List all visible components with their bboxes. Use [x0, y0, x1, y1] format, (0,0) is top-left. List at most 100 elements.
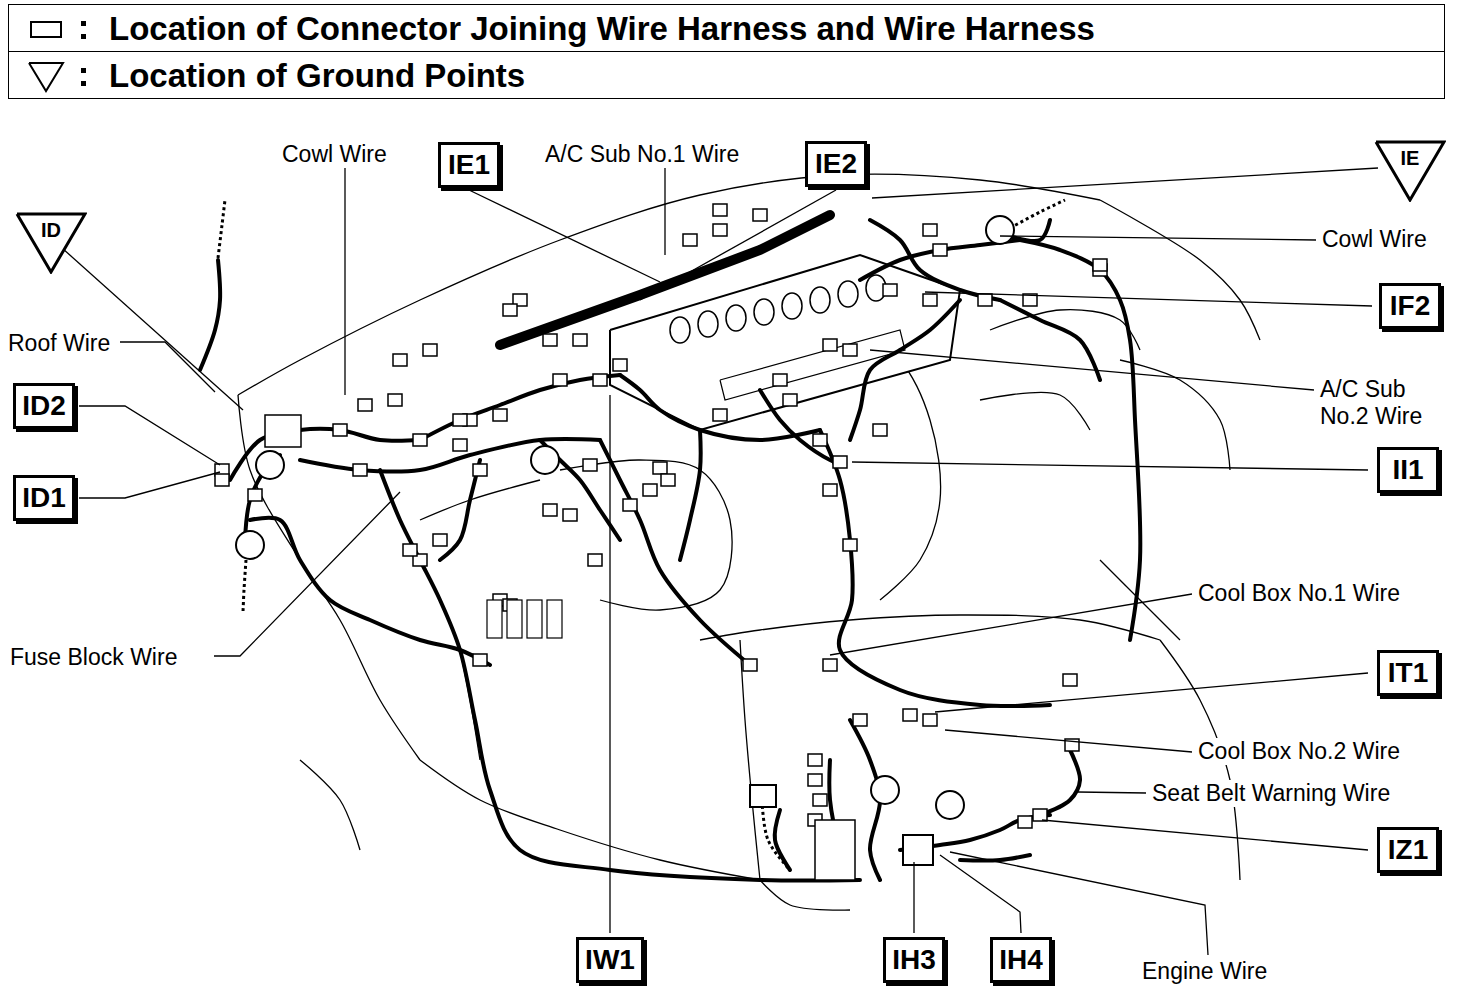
wire-connector	[553, 374, 567, 386]
wire-connector	[661, 474, 675, 486]
wire-connector	[623, 499, 637, 511]
leader-line	[120, 342, 215, 392]
wire-connector	[843, 344, 857, 356]
panel-knob	[838, 281, 858, 307]
connector-code-box: II1	[1377, 447, 1439, 493]
wire-connector	[543, 504, 557, 516]
wire-connector	[783, 394, 797, 406]
leader-line	[1000, 236, 1316, 240]
wire	[200, 260, 220, 370]
wire	[600, 440, 750, 665]
dashed-lead	[218, 200, 225, 258]
wire-connector	[215, 474, 229, 486]
wire-connector	[813, 794, 827, 806]
switch-slot	[507, 600, 522, 638]
wire	[850, 300, 960, 440]
connector-symbol	[9, 6, 109, 50]
outline-line	[238, 395, 420, 760]
legend-row: Location of Connector Joining Wire Harne…	[9, 5, 1444, 51]
wire-connector	[923, 714, 937, 726]
switch-slot	[547, 600, 562, 638]
wire	[680, 430, 701, 560]
socket	[871, 776, 899, 804]
wire-connector	[423, 344, 437, 356]
wire-connector	[503, 304, 517, 316]
wire-connector	[433, 534, 447, 546]
fuse-block	[265, 415, 301, 447]
leader-line	[79, 406, 220, 465]
wire-connector	[388, 394, 402, 406]
wire-connector	[453, 439, 467, 451]
wire-connector	[473, 464, 487, 476]
outline-line	[700, 615, 1160, 640]
wire-connector	[873, 424, 887, 436]
socket	[986, 216, 1014, 244]
wire	[250, 518, 490, 665]
connector-code-box: IW1	[576, 937, 644, 983]
outline-line	[740, 640, 760, 880]
leader-line	[913, 862, 914, 933]
connector-code: ID	[15, 220, 87, 240]
panel-knob	[670, 317, 690, 343]
wire-connector	[903, 709, 917, 721]
wire-connector	[643, 484, 657, 496]
leader-line	[609, 395, 610, 933]
wire-connector	[713, 409, 727, 421]
connector-code: IW1	[585, 946, 635, 974]
socket	[936, 791, 964, 819]
harness-wires	[200, 220, 1140, 881]
junction-block	[815, 820, 855, 880]
panel-knob	[726, 305, 746, 331]
leader-line	[830, 594, 1192, 655]
wire	[380, 470, 860, 881]
wire-connector	[743, 659, 757, 671]
wire-name-label: A/C Sub No.1 Wire	[543, 141, 741, 168]
wire-connector	[1093, 259, 1107, 271]
wire-connector	[833, 456, 847, 468]
leader-line	[1078, 792, 1146, 793]
wire-connector	[353, 464, 367, 476]
legend-panel: Location of Connector Joining Wire Harne…	[8, 4, 1445, 99]
connector-code-box: IF2	[1379, 283, 1441, 329]
leader-line	[62, 248, 243, 410]
dashed-lead	[1010, 200, 1065, 228]
wire-connector	[753, 209, 767, 221]
legend-text: Location of Ground Points	[109, 59, 525, 92]
wire-name-label: Seat Belt Warning Wire	[1150, 780, 1392, 807]
leader-lines	[62, 168, 1378, 955]
outline-line	[980, 392, 1090, 430]
wire-connector	[853, 714, 867, 726]
connectors	[215, 204, 1107, 828]
connector-code: IE2	[815, 150, 857, 178]
outline-line	[760, 880, 850, 910]
outline-line	[420, 480, 540, 520]
wire-connector	[543, 334, 557, 346]
panel-knob	[810, 287, 830, 313]
wire-connector	[248, 489, 262, 501]
wire-connector	[453, 414, 467, 426]
wire-connector	[493, 409, 507, 421]
wire-connector	[823, 339, 837, 351]
wire-connector	[933, 244, 947, 256]
wire-name-label: Fuse Block Wire	[8, 644, 179, 671]
wire	[1020, 240, 1140, 640]
wire-connector	[923, 224, 937, 236]
wire-name-label: A/C Sub No.2 Wire	[1318, 376, 1444, 430]
connector-code: IE	[1374, 148, 1446, 168]
wire	[760, 390, 845, 465]
wire-connector	[653, 462, 667, 474]
outline-line	[300, 760, 360, 850]
wire	[870, 220, 1000, 300]
leader-line	[935, 673, 1368, 712]
connector-code: IH4	[999, 946, 1043, 974]
wire-connector	[843, 539, 857, 551]
wire-connector	[713, 224, 727, 236]
wire-connector	[583, 459, 597, 471]
leader-line	[344, 168, 345, 395]
connector-code: IT1	[1388, 659, 1428, 687]
wire-connector	[713, 204, 727, 216]
ground-symbol	[9, 53, 109, 97]
dashboard-outline	[238, 174, 1260, 910]
outline-line	[420, 760, 760, 880]
legend-text: Location of Connector Joining Wire Harne…	[109, 12, 1095, 45]
